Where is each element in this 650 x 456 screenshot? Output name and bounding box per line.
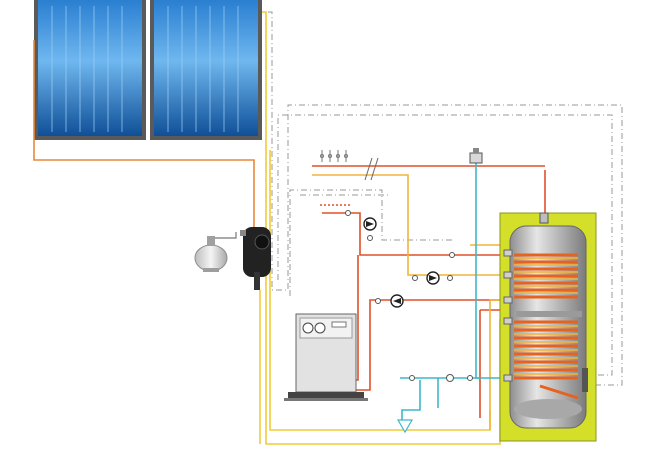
- upper-coil: [514, 253, 578, 299]
- expansion-vessel-icon: [194, 236, 228, 272]
- lower-coil: [514, 320, 579, 400]
- upper-coil-highlight: [514, 257, 578, 294]
- thermostatic-mixing-valve-icon: [469, 148, 483, 164]
- control-wiring: [268, 11, 623, 386]
- vessel-connection: [215, 232, 237, 239]
- circulator-pump-icon: [426, 271, 440, 285]
- circulator-pump-icon: [390, 294, 404, 308]
- tank-sensor-icon: [582, 368, 588, 392]
- tank-port-icons: [503, 249, 513, 382]
- drain-icon: [396, 419, 414, 434]
- pipe-break-marks: [364, 157, 379, 181]
- dual-coil-tank-icon: [499, 212, 597, 442]
- valve-icon: [345, 210, 473, 382]
- lower-coil-highlight: [514, 325, 578, 375]
- boiler-icon: [284, 313, 368, 401]
- solar-pump-station-icon: [240, 227, 271, 290]
- valve-icon: [320, 150, 348, 162]
- circulator-pump-icon: [363, 217, 377, 231]
- collector-fins: [51, 6, 239, 132]
- solar-collector-icon: [34, 0, 262, 140]
- cold-water-lines: [400, 160, 510, 420]
